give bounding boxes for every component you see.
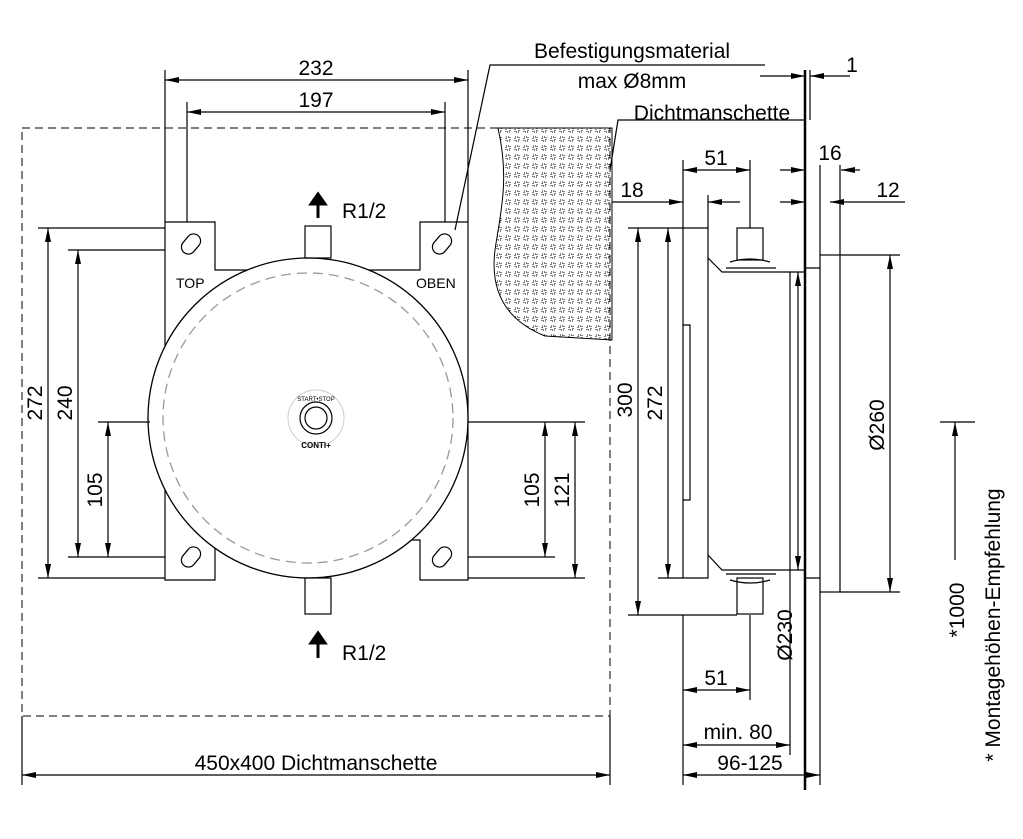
start-stop-text: START•STOP bbox=[297, 397, 334, 403]
flow-arrow-top-icon bbox=[308, 191, 328, 218]
top-label: TOP bbox=[176, 275, 205, 291]
dim-105-left: 105 bbox=[84, 472, 107, 507]
oben-label: OBEN bbox=[416, 275, 456, 291]
dim-12: 12 bbox=[876, 179, 899, 202]
slot-bottom-right bbox=[431, 546, 453, 568]
seal-size-label: 450x400 Dichtmanschette bbox=[195, 752, 438, 775]
slot-top-right bbox=[431, 233, 453, 255]
side-view-body bbox=[682, 227, 841, 615]
flow-arrow-bottom-icon bbox=[308, 630, 328, 658]
dim-diameter-260: Ø260 bbox=[866, 399, 889, 450]
seal-sleeve-label: Dichtmanschette bbox=[634, 102, 790, 125]
housing-circle bbox=[147, 257, 469, 579]
dim-51-bottom: 51 bbox=[704, 667, 727, 690]
dim-240: 240 bbox=[54, 385, 77, 420]
dim-18: 18 bbox=[620, 179, 643, 202]
brand-logo-text: CONTI+ bbox=[301, 441, 331, 450]
side-dimension-lines bbox=[612, 70, 975, 785]
mounting-plate bbox=[164, 221, 469, 581]
dim-121: 121 bbox=[551, 472, 574, 507]
inner-dashed-circle bbox=[162, 272, 454, 564]
slot-bottom-left bbox=[180, 546, 202, 568]
dim-232: 232 bbox=[298, 57, 333, 80]
dim-51-top: 51 bbox=[704, 147, 727, 170]
pipe-top bbox=[304, 225, 332, 259]
dim-300: 300 bbox=[614, 382, 637, 417]
dim-272-side: 272 bbox=[644, 385, 667, 420]
dim-min-80: min. 80 bbox=[704, 721, 773, 744]
dim-1: 1 bbox=[846, 54, 858, 77]
fastening-size-label: max Ø8mm bbox=[578, 70, 687, 93]
dim-197: 197 bbox=[298, 89, 333, 112]
dim-105-right: 105 bbox=[521, 472, 544, 507]
hatched-seal-section bbox=[493, 127, 613, 341]
dim-diameter-230: Ø230 bbox=[774, 609, 797, 660]
front-dimension-lines bbox=[21, 64, 805, 785]
seal-sleeve-outline bbox=[21, 127, 611, 717]
dim-depth-96-125: 96-125 bbox=[717, 752, 782, 775]
mounting-height-note: * Montagehöhen-Empfehlung bbox=[982, 488, 1005, 761]
dim-272-front: 272 bbox=[24, 385, 47, 420]
slot-top-left bbox=[180, 233, 202, 255]
connection-top-label: R1/2 bbox=[342, 200, 386, 223]
start-stop-button-logo: START•STOP CONTI+ bbox=[287, 389, 345, 450]
connection-bottom-label: R1/2 bbox=[342, 642, 386, 665]
dim-16: 16 bbox=[818, 142, 841, 165]
height-1000-label: *1000 bbox=[946, 583, 969, 638]
pipe-bottom bbox=[304, 577, 332, 615]
fastening-label: Befestigungsmaterial bbox=[534, 40, 730, 63]
